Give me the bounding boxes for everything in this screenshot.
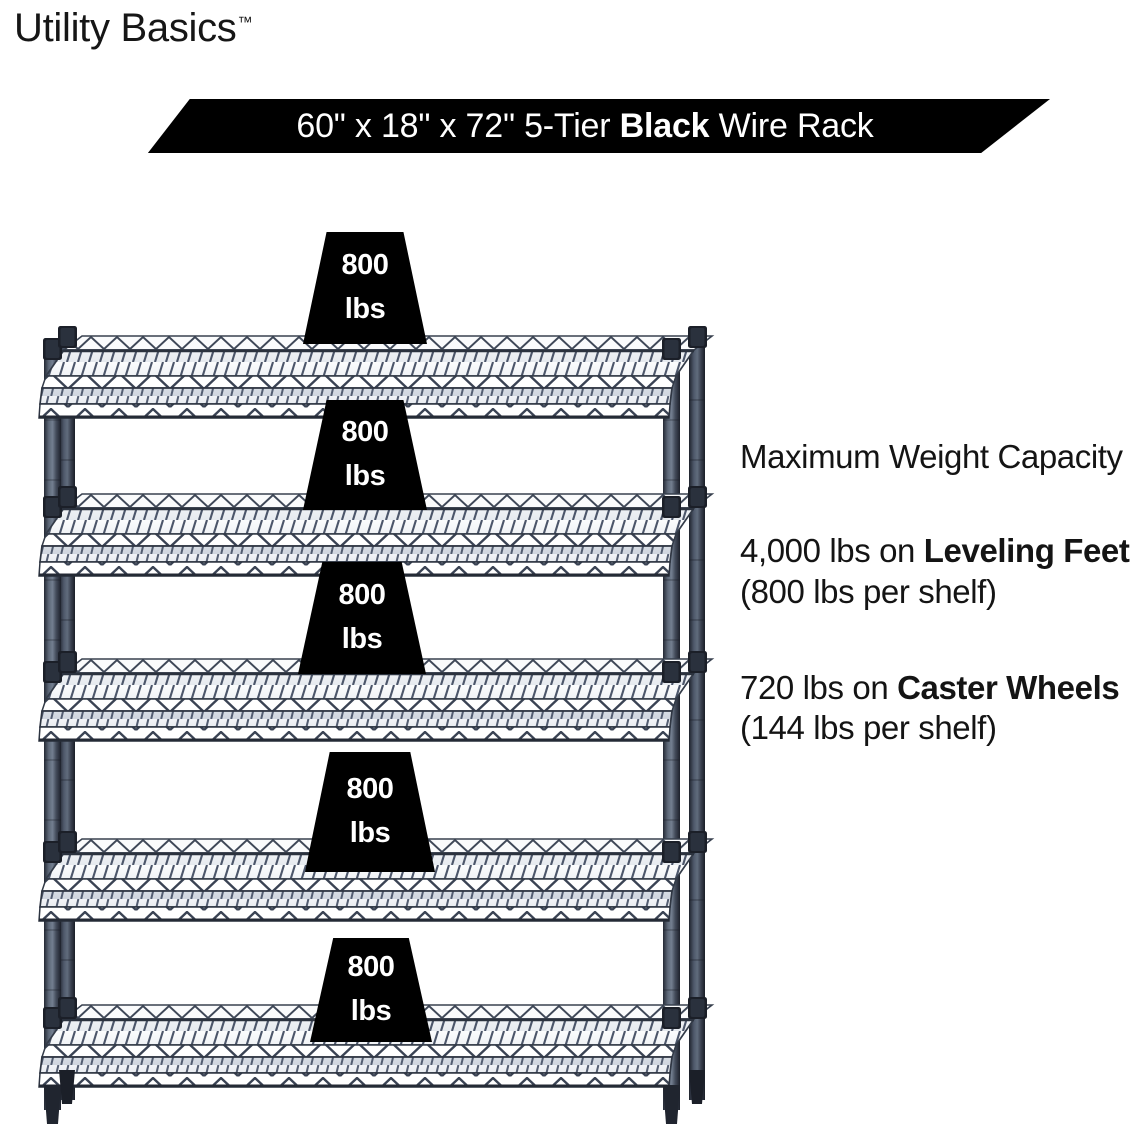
trademark-symbol: ™ — [237, 13, 253, 31]
spec-leveling-tail: (800 lbs per shelf) — [740, 572, 997, 610]
spec-caster-lead: 720 lbs on — [740, 668, 898, 706]
spec-leveling-emphasis: Leveling Feet — [923, 532, 1130, 570]
weight-badge-tier-4: 800 lbs — [305, 752, 435, 872]
spec-heading: Maximum Weight Capacity — [740, 438, 1123, 475]
spec-caster-wheels: 720 lbs on Caster Wheels (144 lbs per sh… — [740, 668, 1132, 749]
banner-suffix: Wire Rack — [709, 106, 874, 145]
weight-badge-value: 800 — [347, 951, 395, 984]
spec-column: Maximum Weight Capacity 4,000 lbs on Lev… — [740, 437, 1132, 748]
product-title-banner: 60" x 18" x 72" 5-Tier Black Wire Rack — [147, 99, 1050, 153]
weight-badge-tier-5: 800 lbs — [310, 938, 432, 1042]
spec-leveling-feet: 4,000 lbs on Leveling Feet (800 lbs per … — [740, 531, 1132, 612]
spec-leveling-lead: 4,000 lbs on — [740, 532, 924, 570]
weight-badge-unit: lbs — [344, 293, 386, 325]
weight-badge-unit: lbs — [344, 460, 386, 492]
weight-badge-value: 800 — [341, 416, 389, 449]
weight-badge-unit: lbs — [341, 623, 383, 655]
weight-badge-tier-3: 800 lbs — [298, 562, 426, 674]
spec-caster-emphasis: Caster Wheels — [897, 668, 1120, 706]
banner-emphasis: Black — [619, 106, 710, 145]
weight-badge-tier-1: 800 lbs — [303, 232, 427, 344]
weight-badge-value: 800 — [346, 773, 394, 806]
brand-wordmark: Utility Basics™ — [14, 6, 253, 51]
weight-badge-value: 800 — [341, 249, 389, 282]
leveling-feet — [44, 1070, 705, 1124]
product-title-text: 60" x 18" x 72" 5-Tier Black Wire Rack — [296, 109, 873, 144]
brand-name: Utility Basics — [14, 6, 237, 50]
weight-badge-value: 800 — [338, 579, 386, 612]
wire-rack-illustration — [37, 326, 714, 1124]
spec-caster-tail: (144 lbs per shelf) — [740, 709, 997, 746]
banner-prefix: 60" x 18" x 72" 5-Tier — [296, 106, 620, 145]
weight-badge-unit: lbs — [349, 817, 391, 849]
weight-badge-unit: lbs — [350, 995, 392, 1027]
weight-badge-tier-2: 800 lbs — [303, 400, 427, 510]
